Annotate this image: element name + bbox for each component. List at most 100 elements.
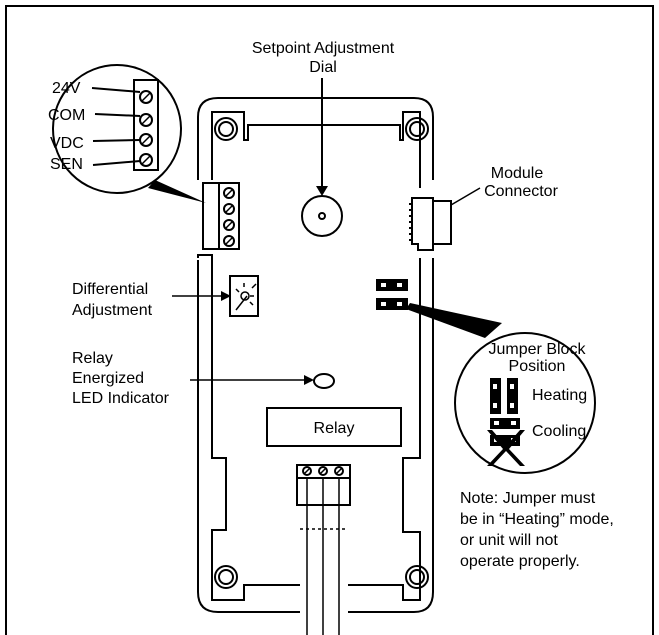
terminal-24v-label: 24V (52, 80, 81, 97)
jumper-title-1: Jumper Block (489, 341, 587, 358)
setpoint-dial-label-1: Setpoint Adjustment (252, 40, 395, 57)
jumper-top-pin-2 (397, 283, 402, 287)
terminal-24v-wire (91, 87, 141, 93)
zoom-screw-2 (139, 113, 153, 127)
cooling-jumper-bottom (490, 435, 520, 446)
board-outer-upper (197, 97, 434, 180)
relay-led-label-2: Energized (72, 370, 144, 387)
setpoint-dial-center (318, 212, 326, 220)
jumper-top-pin-1 (381, 283, 386, 287)
bottom-screw-1 (302, 466, 312, 476)
relay-led-label-3: LED Indicator (72, 390, 170, 407)
terminal-block (202, 182, 240, 250)
terminal-zoom-block (133, 79, 159, 171)
setpoint-dial-arrow (316, 186, 328, 196)
screw-bottom-left (214, 565, 238, 589)
terminal-screw-slots (225, 189, 233, 245)
terminal-zoom-wedge (148, 180, 206, 203)
jumper-title-2: Position (509, 358, 566, 375)
differential-pot-symbol (235, 283, 257, 311)
zoom-terminal-body (133, 79, 159, 171)
screw-top-left (214, 117, 238, 141)
board-inner-lower-right (348, 258, 421, 601)
heating-jumper-right (507, 378, 518, 414)
terminal-com-wire (94, 113, 141, 117)
relay-led-label-1: Relay (72, 350, 113, 367)
terminal-screw-3 (223, 219, 235, 231)
relay-box (266, 407, 402, 447)
jumper-bottom-pin-2 (397, 302, 402, 306)
screw-bottom-right (405, 565, 429, 589)
terminal-block-body (202, 182, 240, 250)
setpoint-dial (301, 195, 343, 237)
relay-led-arrow (304, 375, 314, 385)
cooling-jumper-top (490, 418, 520, 429)
note-line-4: operate properly. (460, 553, 580, 570)
screw-top-right-inner (409, 121, 425, 137)
jumper-block (376, 279, 408, 310)
mounting-screws (214, 117, 429, 589)
terminal-vdc-wire (92, 139, 141, 142)
screw-bottom-left-inner (218, 569, 234, 585)
board-outer-lower-right (348, 258, 434, 613)
jumper-zoom-wedge (406, 303, 502, 338)
heating-label: Heating (532, 387, 587, 404)
board-outer-lower (197, 260, 300, 613)
circuit-board (197, 97, 434, 613)
terminal-screw-4 (223, 235, 235, 247)
bottom-screw-2 (318, 466, 328, 476)
zoom-screw-1 (139, 90, 153, 104)
note-line-2: be in “Heating” mode, (460, 511, 614, 528)
differential-label-1: Differential (72, 281, 148, 298)
module-connector-label-2: Connector (484, 183, 558, 200)
zoom-screw-slots (141, 92, 151, 165)
heating-pin-4 (510, 403, 514, 408)
differential-pot-wiper (240, 291, 250, 301)
differential-arrow (221, 291, 231, 301)
screw-bottom-right-inner (409, 569, 425, 585)
cooling-pin-2 (511, 421, 516, 425)
jumper-heating-icon (490, 378, 518, 414)
board-inner-upper (211, 111, 421, 188)
terminal-sen-label: SEN (50, 156, 83, 173)
outer-frame (5, 5, 654, 635)
heating-jumper-left (490, 378, 501, 414)
module-connector (409, 197, 452, 251)
module-connector-pins (409, 203, 412, 241)
board-inner-lower (211, 258, 300, 601)
differential-label-2: Adjustment (72, 302, 153, 319)
relay-led (313, 373, 335, 389)
terminal-screw-1 (223, 187, 235, 199)
terminal-vdc-label: VDC (50, 135, 84, 152)
board-left-slot (197, 254, 213, 258)
note-line-1: Note: Jumper must (460, 490, 596, 507)
jumper-bottom-pin-1 (381, 302, 386, 306)
terminal-sen-wire (92, 160, 141, 166)
note-line-3: or unit will not (460, 532, 558, 549)
bottom-screw-3 (334, 466, 344, 476)
bottom-wires (300, 478, 347, 635)
heating-pin-3 (510, 384, 514, 389)
jumper-cooling-icon (487, 418, 525, 466)
jumper-bottom (376, 298, 408, 310)
zoom-screw-4 (139, 153, 153, 167)
terminal-zoom-circle (52, 64, 182, 194)
cooling-pin-1 (494, 421, 499, 425)
setpoint-dial-knob (301, 195, 343, 237)
module-connector-leader (450, 187, 481, 206)
setpoint-dial-label-2: Dial (309, 59, 337, 76)
screw-top-right (405, 117, 429, 141)
jumper-top (376, 279, 408, 291)
relay-label: Relay (314, 420, 355, 437)
module-connector-body (411, 197, 434, 251)
terminal-com-label: COM (48, 107, 85, 124)
heating-pin-2 (493, 403, 497, 408)
terminal-screw-2 (223, 203, 235, 215)
cooling-label: Cooling (532, 423, 586, 440)
module-connector-label-1: Module (491, 165, 544, 182)
screw-top-left-inner (218, 121, 234, 137)
bottom-screw-slots (303, 467, 343, 475)
cooling-cross-icon (487, 430, 525, 466)
heating-pin-1 (493, 384, 497, 389)
